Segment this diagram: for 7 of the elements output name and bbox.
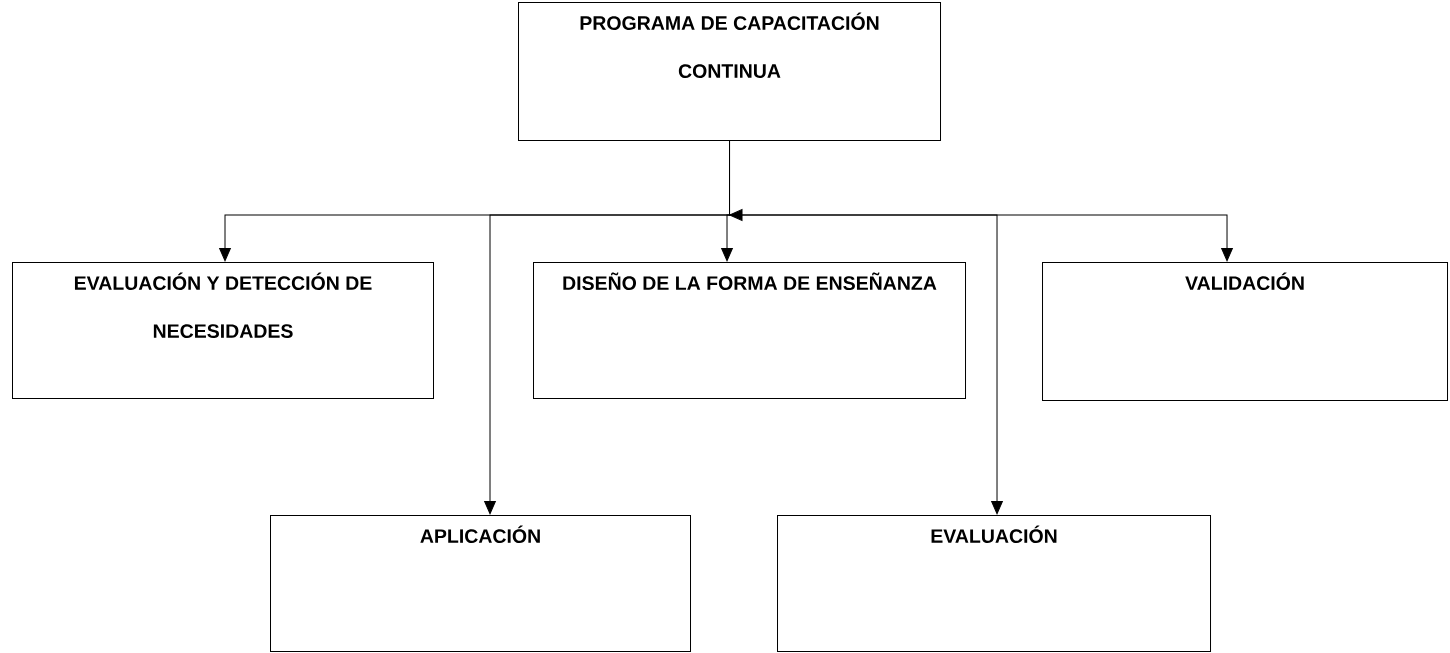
process-box: PROGRAMA DE CAPACITACIÓN CONTINUA (518, 2, 941, 141)
process-box: EVALUACIÓN (777, 515, 1211, 652)
arrow (729, 140, 1233, 262)
process-box: EVALUACIÓN Y DETECCIÓN DE NECESIDADES (12, 262, 434, 399)
process-box: VALIDACIÓN (1042, 262, 1448, 401)
process-box: DISEÑO DE LA FORMA DE ENSEÑANZA (533, 262, 966, 399)
process-box: APLICACIÓN (270, 515, 691, 652)
